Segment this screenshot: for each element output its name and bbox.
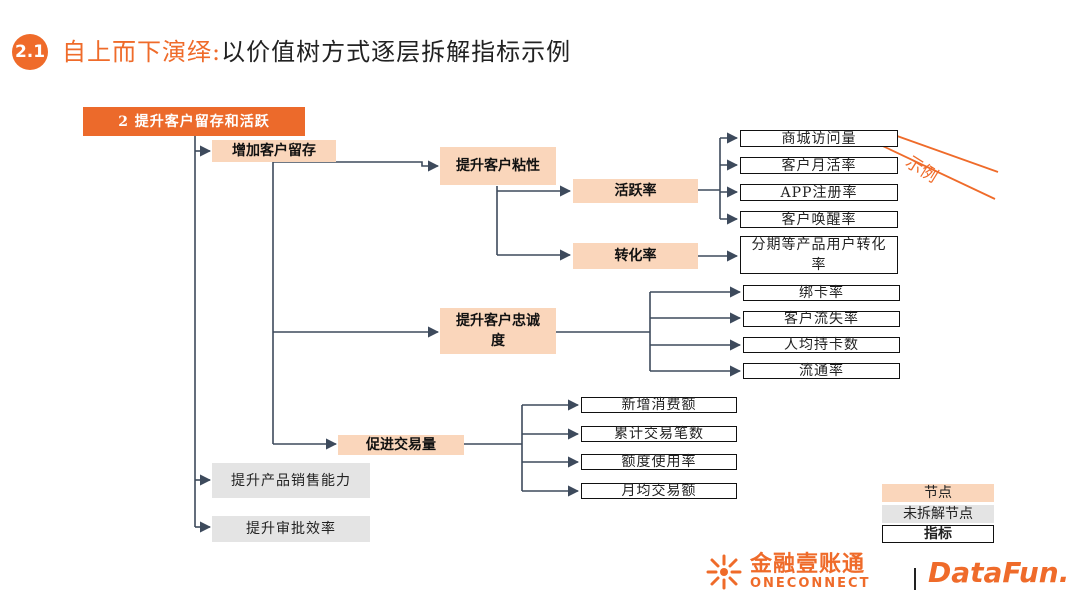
node-product-sales: 提升产品销售能力	[212, 463, 370, 498]
node-activity-rate: 活跃率	[573, 179, 698, 203]
leaf-card-binding-rate: 绑卡率	[743, 285, 900, 301]
root-node: 2 提升客户留存和活跃	[83, 107, 305, 136]
oneconnect-logo: 金融壹账通 ONECONNECT	[704, 552, 870, 592]
title-accent: 自上而下演绎:	[62, 38, 222, 66]
leaf-monthly-avg-transaction: 月均交易额	[581, 483, 737, 499]
brand-en: ONECONNECT	[750, 576, 871, 591]
leaf-product-conversion-rate: 分期等产品用户转化率	[740, 236, 898, 274]
leaf-churn-rate: 客户流失率	[743, 311, 900, 327]
logo-separator	[914, 568, 916, 590]
leaf-cumulative-transactions: 累计交易笔数	[581, 426, 737, 442]
datafun-logo: DataFun.	[928, 556, 1070, 589]
node-loyalty: 提升客户忠诚度	[440, 308, 556, 354]
node-transaction-volume: 促进交易量	[338, 435, 464, 455]
leaf-app-registration-rate: APP注册率	[740, 184, 898, 201]
legend-node: 节点	[882, 484, 994, 502]
node-stickiness: 提升客户粘性	[440, 147, 556, 185]
page-title: 自上而下演绎:以价值树方式逐层拆解指标示例	[62, 32, 571, 67]
node-increase-retention: 增加客户留存	[212, 140, 336, 162]
legend-indicator: 指标	[882, 525, 994, 543]
node-approval-efficiency: 提升审批效率	[212, 516, 370, 542]
leaf-cards-per-person: 人均持卡数	[743, 337, 900, 353]
oneconnect-logo-icon	[706, 554, 742, 590]
leaf-reactivation-rate: 客户唤醒率	[740, 211, 898, 228]
legend-unsplit-node: 未拆解节点	[882, 505, 994, 523]
node-conversion-rate: 转化率	[573, 243, 698, 269]
leaf-monthly-active-rate: 客户月活率	[740, 157, 898, 174]
brand-cn: 金融壹账通	[750, 552, 866, 577]
title-rest: 以价值树方式逐层拆解指标示例	[221, 38, 572, 66]
leaf-new-spending: 新增消费额	[581, 397, 737, 413]
leaf-mall-visits: 商城访问量	[740, 130, 898, 147]
leaf-circulation-rate: 流通率	[743, 363, 900, 379]
leaf-credit-usage-rate: 额度使用率	[581, 454, 737, 470]
section-number-badge: 2.1	[12, 34, 48, 70]
